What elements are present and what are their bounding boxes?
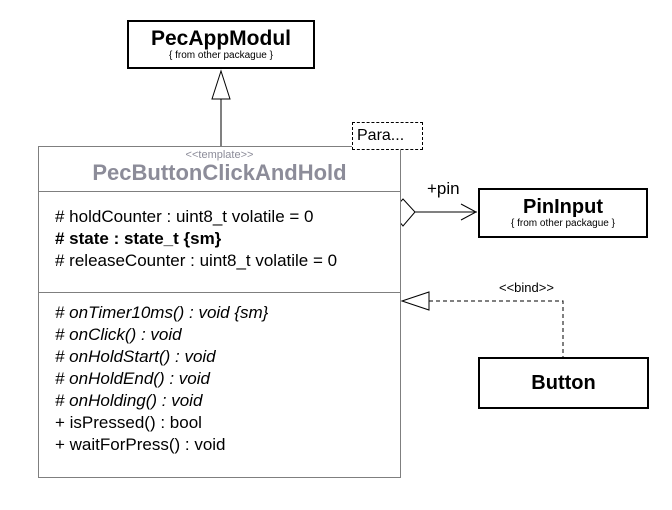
class-name: PecAppModul <box>151 26 291 50</box>
association-role-label: +pin <box>427 179 460 198</box>
template-parameter-box: Para... <box>352 122 423 150</box>
class-name: PinInput <box>523 196 603 218</box>
open-arrowhead-icon <box>460 203 478 221</box>
bind-stereotype-label: <<bind>> <box>499 280 554 295</box>
operation-row: + isPressed() : bool <box>55 413 202 432</box>
class-header: <<template>> PecButtonClickAndHold <box>39 147 400 192</box>
operation-row: # onHolding() : void <box>55 391 203 410</box>
stereotype-label: <<template>> <box>185 149 254 161</box>
attribute-row: # state : state_t {sm} <box>55 229 222 248</box>
attribute-row: # holdCounter : uint8_t volatile = 0 <box>55 207 314 226</box>
class-box-pecbuttonclickandhold: <<template>> PecButtonClickAndHold # hol… <box>38 146 401 478</box>
operation-row: # onTimer10ms() : void {sm} <box>55 303 269 322</box>
class-box-pininput: PinInput { from other packague } <box>478 188 648 238</box>
operation-row: + waitForPress() : void <box>55 435 226 454</box>
class-box-button: Button <box>478 357 649 409</box>
class-package-note: { from other packague } <box>511 218 615 229</box>
hollow-triangle-up-icon <box>211 69 231 100</box>
operation-row: # onClick() : void <box>55 325 182 344</box>
dashed-line <box>429 300 564 357</box>
class-name: PecButtonClickAndHold <box>92 160 347 185</box>
hollow-triangle-left-icon <box>400 291 430 311</box>
class-box-pecappmodul: PecAppModul { from other packague } <box>127 20 315 69</box>
attributes-compartment: # holdCounter : uint8_t volatile = 0 # s… <box>39 192 400 293</box>
operation-row: # onHoldStart() : void <box>55 347 216 366</box>
operations-compartment: # onTimer10ms() : void {sm} # onClick() … <box>39 293 400 477</box>
generalization-arrow <box>211 69 231 146</box>
attribute-row: # releaseCounter : uint8_t volatile = 0 <box>55 251 338 270</box>
bind-dependency-arrow <box>400 291 564 357</box>
operation-row: # onHoldEnd() : void <box>55 369 210 388</box>
class-name: Button <box>531 372 596 394</box>
aggregation-association <box>390 198 478 227</box>
class-package-note: { from other packague } <box>169 50 273 62</box>
